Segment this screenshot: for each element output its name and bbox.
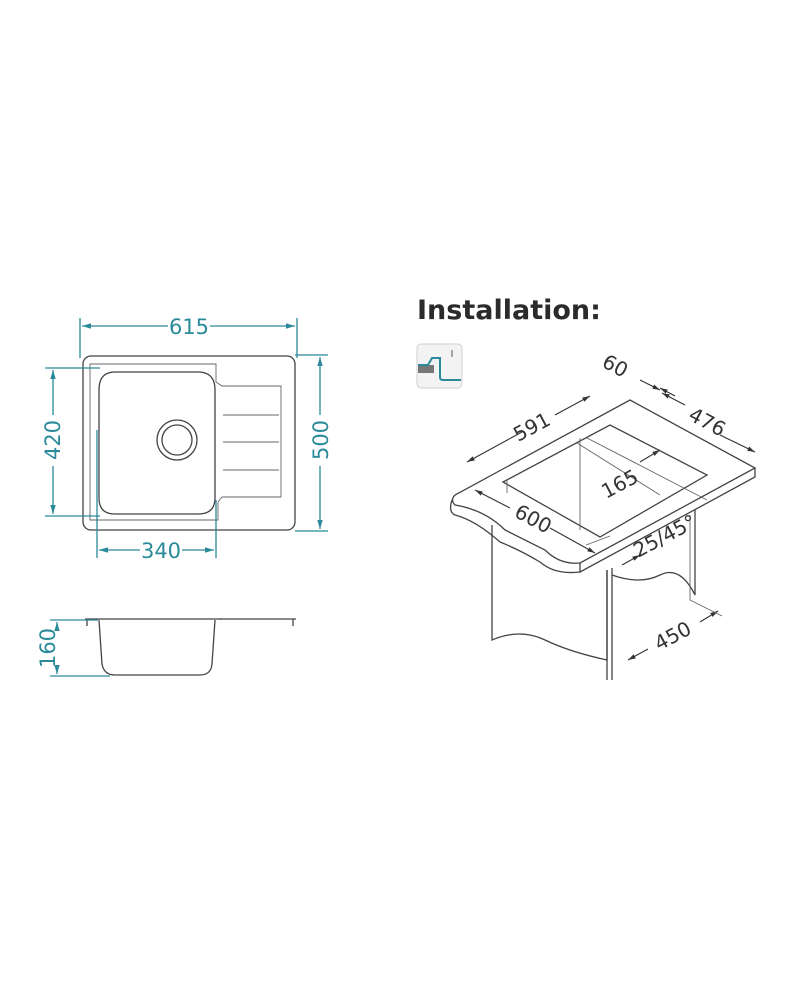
dim-width-615: 615 — [169, 315, 209, 339]
dim-600: 600 — [511, 499, 556, 538]
cabinet-left — [491, 525, 608, 661]
side-view: 160 — [36, 618, 296, 677]
bowl-profile — [98, 619, 216, 676]
dim-depth-500: 500 — [309, 420, 333, 460]
top-view: 615 500 420 340 — [41, 315, 333, 563]
cutout — [501, 424, 709, 538]
dim-bowl-depth-420: 420 — [41, 420, 65, 460]
dim-height-160: 160 — [36, 628, 60, 668]
installation-title: Installation: — [417, 295, 601, 326]
bowl — [98, 371, 216, 515]
countertop — [451, 399, 757, 564]
drain-inner — [161, 424, 193, 456]
dim-591: 591 — [509, 407, 554, 446]
dim-165: 165 — [597, 464, 642, 503]
cabinet-right — [611, 510, 696, 596]
drainer — [223, 414, 279, 471]
bowl-frame — [89, 363, 282, 521]
dim-476: 476 — [685, 402, 730, 441]
inset-mount-icon — [416, 343, 463, 389]
installation: Installation: 591 60 476 165 600 — [416, 295, 757, 680]
dim-60: 60 — [598, 349, 632, 382]
dim-bowl-width-340: 340 — [141, 539, 181, 563]
dim-450: 450 — [650, 616, 695, 655]
sink-outline — [82, 355, 296, 531]
drain-outer — [156, 419, 198, 461]
